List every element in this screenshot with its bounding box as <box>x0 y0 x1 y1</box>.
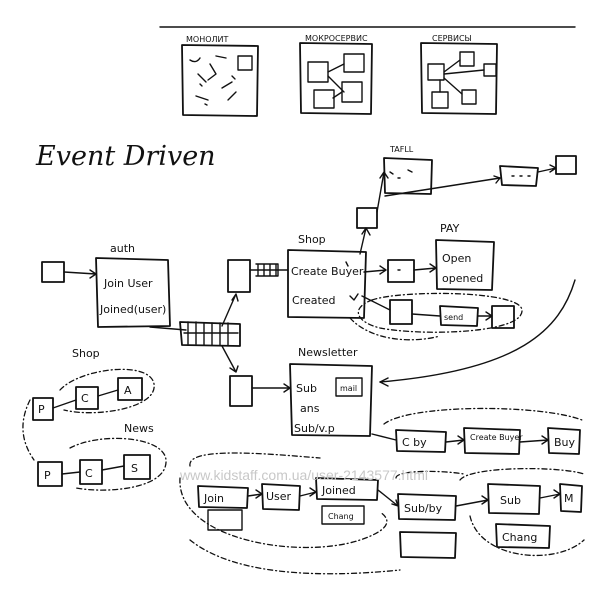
send-group-outline <box>357 292 523 333</box>
joined-box <box>315 477 379 501</box>
join-box <box>197 485 249 509</box>
send-output-box <box>491 305 515 329</box>
pay-command: Open <box>442 252 471 265</box>
auth-event: Joined(user) <box>99 303 166 316</box>
shop-queue <box>249 263 289 277</box>
shop-c-label: C <box>81 392 89 405</box>
client-box <box>41 261 65 283</box>
news-group-label: News <box>124 422 154 435</box>
diagram-title: Event Driven <box>35 141 216 172</box>
group-connector <box>22 399 35 461</box>
joined-label: Joined <box>321 484 356 497</box>
services-panel: СЕРВИСЫ <box>420 34 498 115</box>
shop-p-label: P <box>38 403 45 416</box>
shop-p-box <box>32 397 54 421</box>
user-box <box>261 483 301 511</box>
send-label: send <box>444 313 463 322</box>
newsletter-line2: ans <box>300 402 320 415</box>
mail-box <box>335 377 363 397</box>
pay-service: PAY Open opened <box>435 222 495 291</box>
news-s-box <box>123 454 151 480</box>
return-curve <box>379 279 576 383</box>
shop-command: Create Buyer <box>291 265 364 278</box>
newsletter-input-box <box>229 375 253 407</box>
pay-event: opened <box>442 272 483 285</box>
news-c-label: C <box>85 467 93 480</box>
send-input-box <box>389 299 413 325</box>
m-box <box>559 483 583 513</box>
microservices-panel: МОКРОСЕРВИС <box>299 34 373 115</box>
subby-box <box>397 493 457 521</box>
shop-c-box <box>75 386 99 410</box>
cbuy-box <box>395 429 447 453</box>
auth-command: Join User <box>103 277 153 290</box>
tafll-service: TAFLL <box>383 145 433 195</box>
pay-label: PAY <box>440 222 460 235</box>
change-label: Chang <box>328 512 354 521</box>
buy-label: Buy <box>554 436 576 449</box>
buy-box <box>547 427 581 455</box>
join-label: Join <box>203 492 224 505</box>
far-right-box <box>555 155 577 175</box>
chang2-label: Chang <box>502 531 537 544</box>
pay-input-box <box>387 259 415 283</box>
services-label: СЕРВИСЫ <box>432 34 472 43</box>
watermark: www.kidstaff.com.ua/user-2143577.html <box>179 467 428 483</box>
auth-label: auth <box>110 242 135 255</box>
shop-group-label: Shop <box>72 347 100 360</box>
newsletter-label: Newsletter <box>298 346 358 359</box>
tafll-output-box <box>499 165 539 187</box>
message-bus <box>149 293 241 373</box>
send-box <box>439 305 479 327</box>
tafll-input-box <box>356 207 378 229</box>
cbuy-label: C by <box>402 436 427 449</box>
sub-label: Sub <box>500 494 521 507</box>
change-box <box>321 505 365 525</box>
newsletter-service: Newsletter Sub ans Sub/v.p mail <box>289 346 373 437</box>
create-buyer-box <box>463 427 521 455</box>
bottom-flow: Join User Joined Chang Sub/by Sub Chang … <box>179 407 585 575</box>
m-label: M <box>564 492 574 505</box>
shop-box <box>287 249 367 319</box>
news-group: News P C S <box>37 422 167 491</box>
news-p-label: P <box>44 469 51 482</box>
monolith-label: МОНОЛИТ <box>186 35 229 44</box>
shop-label: Shop <box>298 233 326 246</box>
subby-label: Sub/by <box>404 502 443 515</box>
chang2-box <box>495 523 551 549</box>
shop-group: Shop P C A <box>32 347 155 421</box>
newsletter-line1: Sub <box>296 382 317 395</box>
monolith-panel: МОНОЛИТ <box>181 35 259 117</box>
tafll-label: TAFLL <box>389 145 414 154</box>
join-sub-box <box>207 509 243 531</box>
shop-a-box <box>117 377 143 401</box>
bottom-empty-box <box>399 531 457 559</box>
newsletter-line3: Sub/v.p <box>294 422 335 435</box>
shop-input-box <box>227 259 251 293</box>
shop-event: Created <box>292 294 336 307</box>
shop-service: Shop Create Buyer Created <box>287 233 367 319</box>
auth-box <box>95 257 171 328</box>
microservices-label: МОКРОСЕРВИС <box>305 34 368 43</box>
news-s-label: S <box>131 462 138 475</box>
auth-service: auth Join User Joined(user) <box>41 242 171 328</box>
shop-a-label: A <box>124 384 132 397</box>
user-label: User <box>266 490 292 503</box>
mail-label: mail <box>340 384 357 393</box>
create-buyer-label: Create Buyer <box>470 433 523 442</box>
sub-box <box>487 483 541 515</box>
